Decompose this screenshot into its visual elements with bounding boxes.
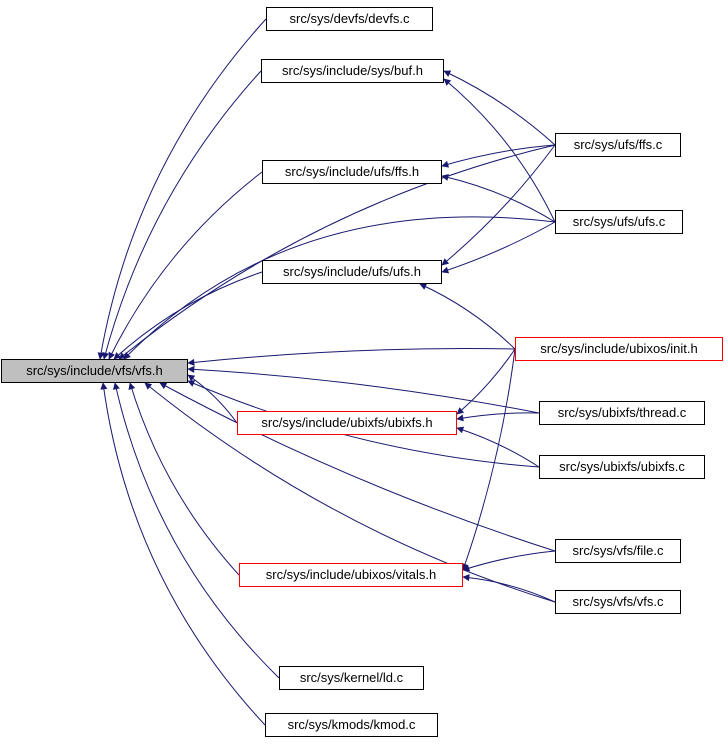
node-kmod-c[interactable]: src/sys/kmods/kmod.c: [265, 713, 438, 737]
node-ubixfs-h[interactable]: src/sys/include/ubixfs/ubixfs.h: [237, 411, 457, 435]
node-init-h[interactable]: src/sys/include/ubixos/init.h: [515, 337, 723, 361]
edge-ubixfsc-ubixfsh: [456, 426, 540, 468]
edge-filec-vitalsh: [462, 550, 556, 572]
node-ffs-c[interactable]: src/sys/ufs/ffs.c: [555, 133, 681, 157]
edge-devfs-vfsh: [97, 18, 267, 360]
edge-inith-ubixfsh: [456, 348, 516, 415]
edge-vfsc-vitalsh: [462, 574, 556, 603]
edge-ffsh-vfsh: [108, 171, 263, 360]
node-ufs-h[interactable]: src/sys/include/ufs/ufs.h: [262, 260, 442, 284]
node-ffs-h[interactable]: src/sys/include/ufs/ffs.h: [262, 160, 442, 184]
edge-ffsc-bufh: [443, 70, 556, 146]
node-thread-c[interactable]: src/sys/ubixfs/thread.c: [539, 401, 705, 425]
edge-ffsc-ufsh: [441, 144, 556, 266]
node-ufs-c[interactable]: src/sys/ufs/ufs.c: [555, 210, 683, 234]
edge-ffsc-ffsh: [441, 144, 556, 168]
node-buf-h[interactable]: src/sys/include/sys/buf.h: [261, 59, 444, 83]
edge-threadc-vfsh: [187, 365, 540, 414]
node-file-c[interactable]: src/sys/vfs/file.c: [555, 539, 681, 563]
edge-threadc-ubixfsh: [456, 412, 540, 422]
edge-bufh-vfsh: [102, 70, 262, 360]
edge-ubixfsh-vfsh: [187, 374, 238, 424]
node-vfs-h-main: src/sys/include/vfs/vfs.h: [1, 359, 188, 383]
edge-filec-vfsh: [159, 382, 556, 552]
edge-ufsc-ffsh: [441, 173, 556, 223]
edge-vitalsh-vfsh: [128, 382, 240, 576]
edge-inith-vfsh: [187, 348, 516, 366]
node-vfs-c[interactable]: src/sys/vfs/vfs.c: [555, 590, 681, 614]
node-ld-c[interactable]: src/sys/kernel/ld.c: [279, 666, 424, 690]
edge-ufsc-ufsh: [441, 221, 556, 274]
edge-inith-ufsh: [419, 283, 516, 350]
edge-ufsc-bufh: [443, 78, 556, 223]
edge-inith-vitalsh: [461, 348, 516, 571]
edge-ufsh-vfsh: [113, 271, 263, 360]
node-devfs-c[interactable]: src/sys/devfs/devfs.c: [266, 7, 433, 31]
node-vitals-h[interactable]: src/sys/include/ubixos/vitals.h: [239, 563, 463, 587]
node-ubixfs-c[interactable]: src/sys/ubixfs/ubixfs.c: [539, 455, 705, 479]
edge-ufsc-vfsh: [123, 216, 556, 360]
